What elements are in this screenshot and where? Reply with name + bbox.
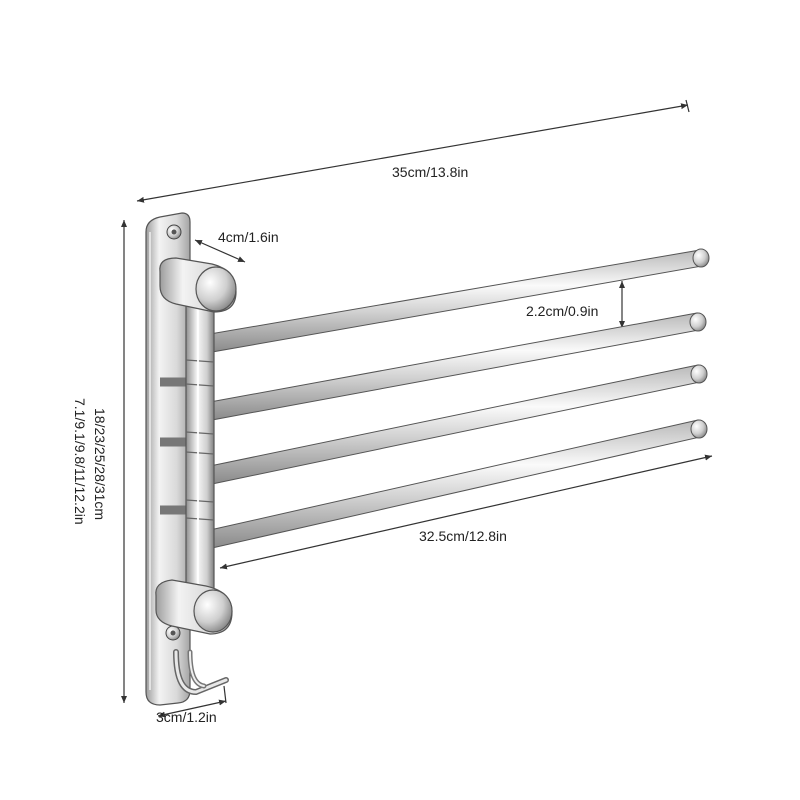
bar-cap-1-icon — [692, 248, 710, 268]
base-width-line — [157, 699, 227, 718]
depth-label: 4cm/1.6in — [218, 229, 279, 245]
hook-icon — [173, 649, 229, 696]
overall-width-label: 35cm/13.8in — [392, 164, 469, 180]
bar-spacing-label: 2.2cm/0.9in — [526, 303, 599, 319]
top-bracket — [159, 257, 237, 313]
bar-length-label: 32.5cm/12.8in — [419, 528, 507, 544]
overall-width-line — [136, 103, 689, 203]
bar-length-line — [219, 454, 713, 570]
towel-bars — [160, 248, 710, 549]
bar-cap-3-icon — [690, 364, 708, 384]
overall-width-tick-right — [685, 99, 690, 113]
bar-cap-4-icon — [690, 419, 708, 439]
base-width-label: 3cm/1.2in — [156, 709, 217, 725]
depth-line — [194, 239, 246, 263]
base-width-tick — [223, 685, 227, 704]
dimension-lines — [121, 99, 713, 718]
towel-bar-3 — [160, 364, 708, 485]
bottom-bracket — [155, 579, 233, 635]
pivot-pole — [185, 295, 215, 599]
bar-cap-2-icon — [689, 312, 707, 332]
height-cm-label: 18/23/25/28/31cm — [92, 408, 108, 521]
height-in-label: 7.1/9.1/9.8/11/12.2in — [72, 398, 88, 525]
